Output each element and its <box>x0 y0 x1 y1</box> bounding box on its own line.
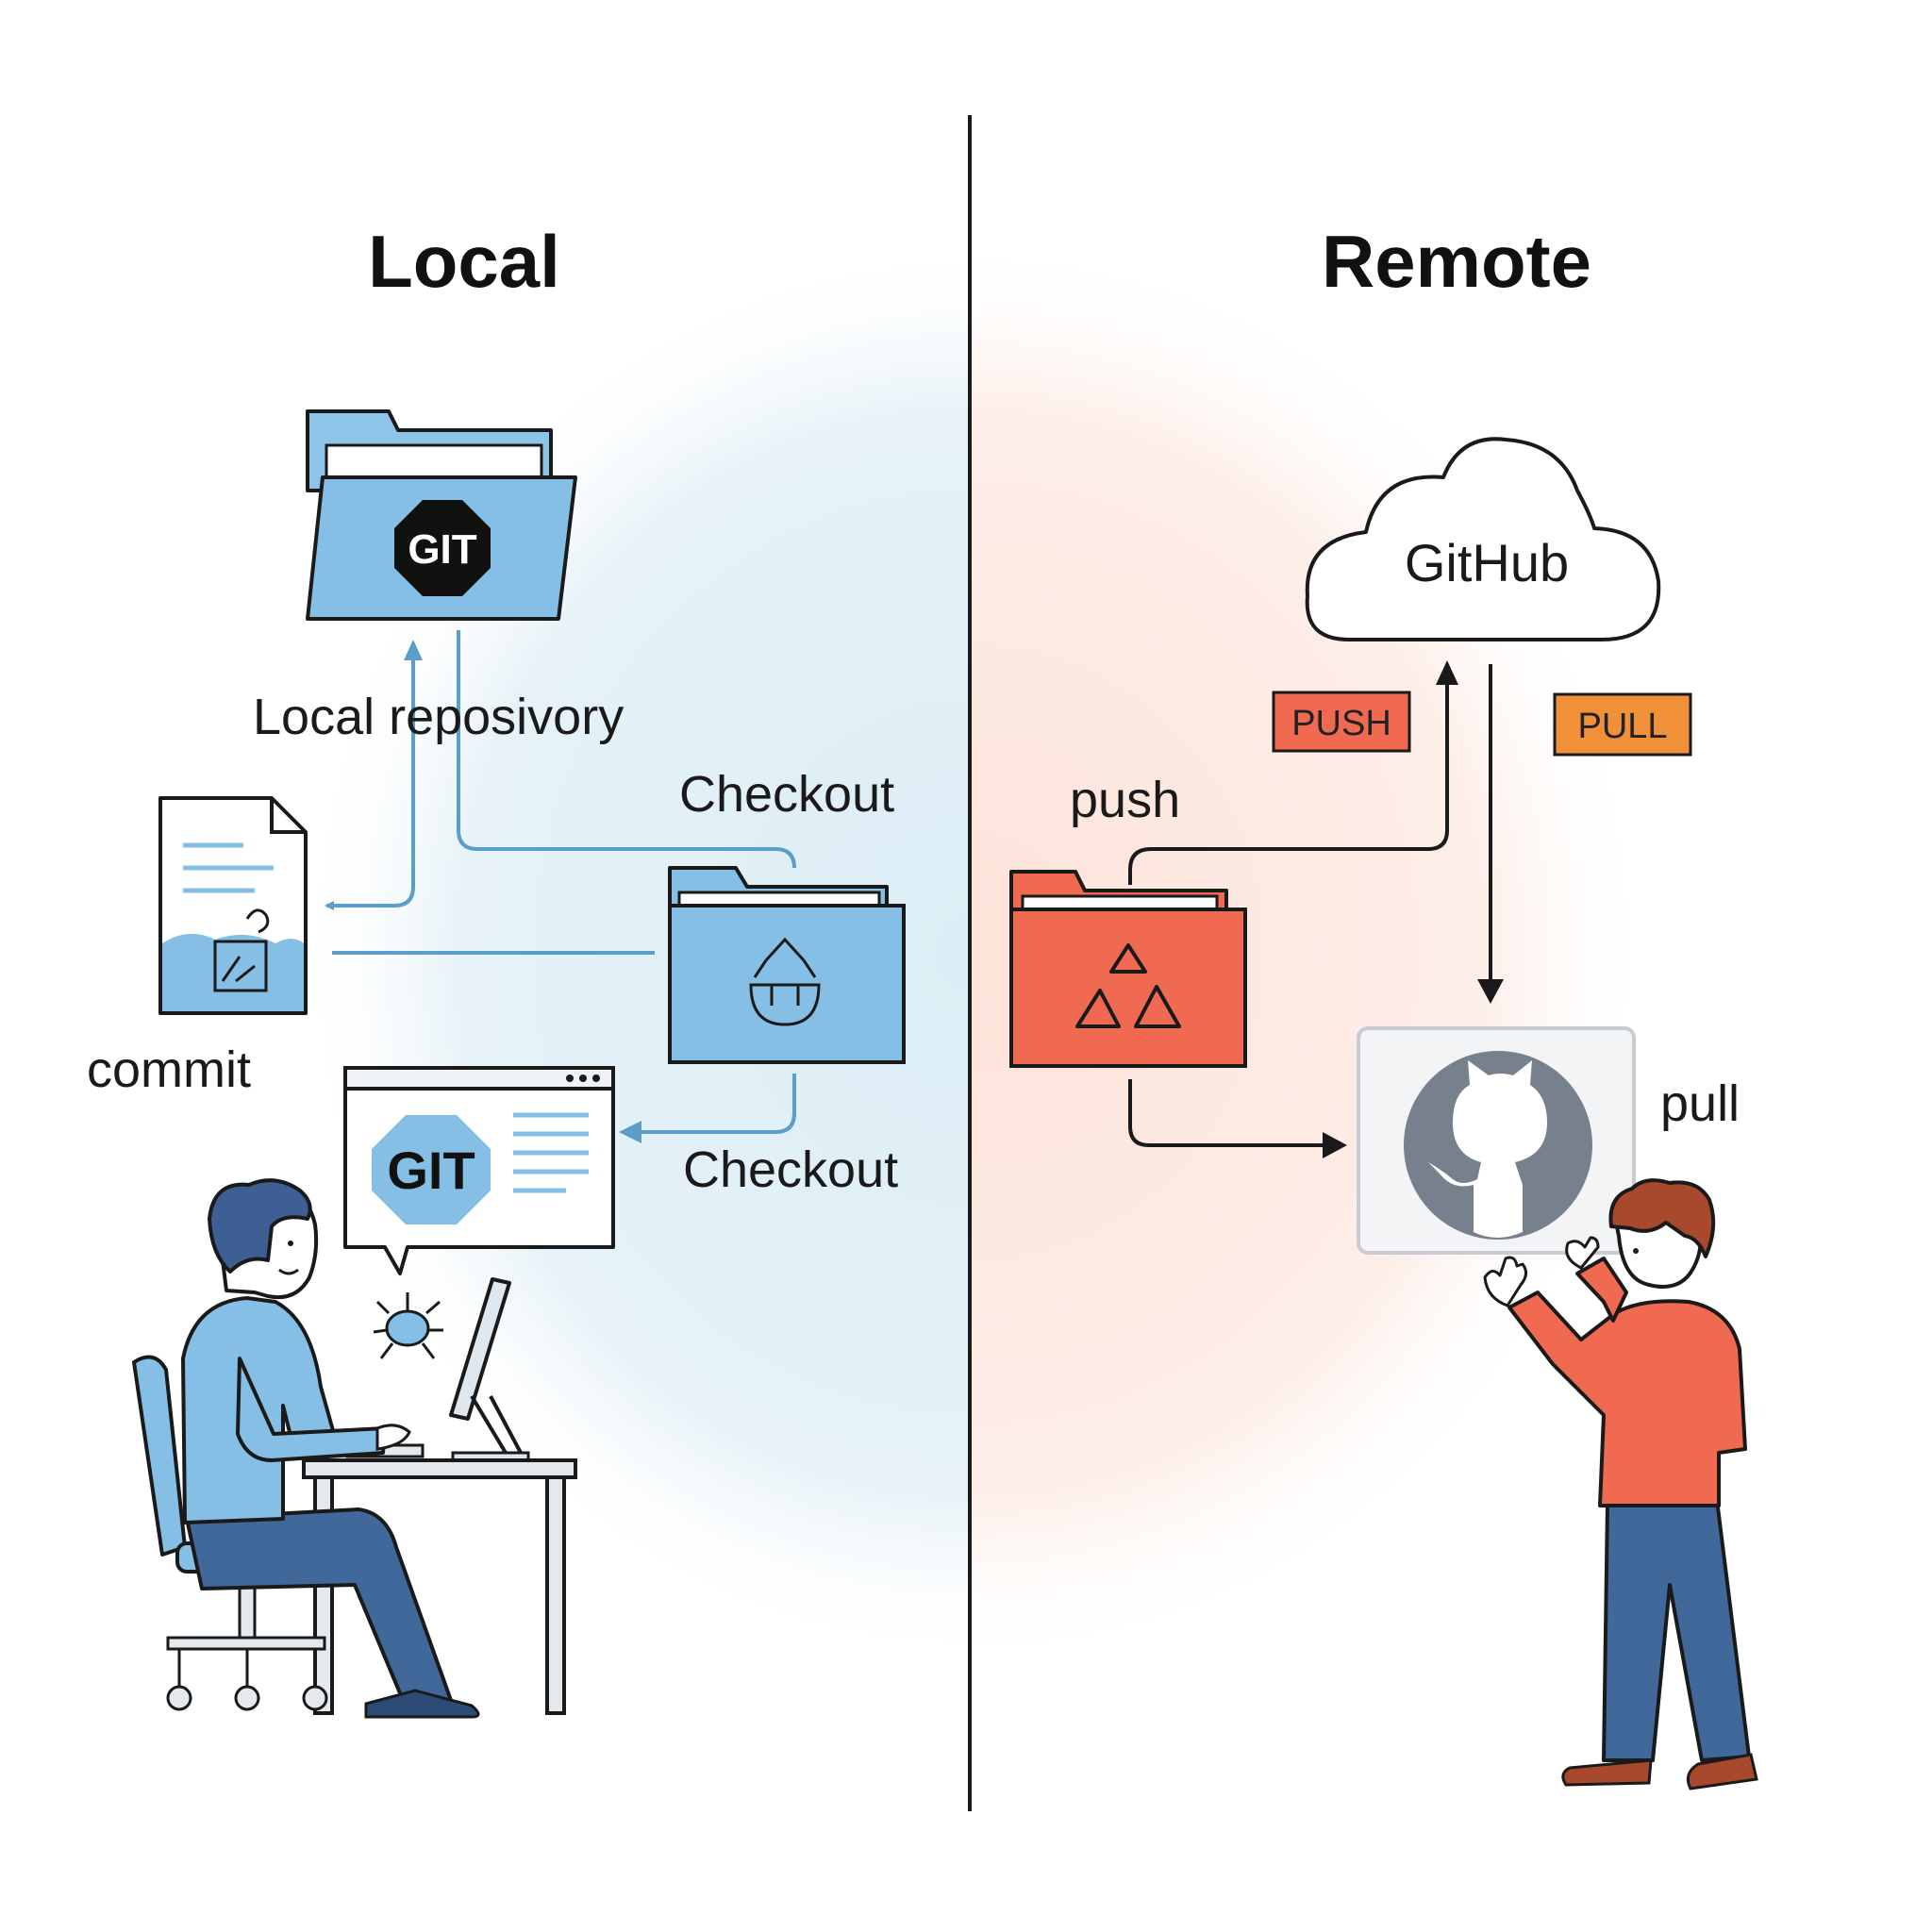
merge-symbol-icon <box>749 937 821 1026</box>
git-logo-icon: GIT <box>372 1115 491 1224</box>
pull-tag: PULL <box>1553 692 1692 757</box>
git-client-window[interactable]: GIT <box>343 1066 615 1275</box>
svg-text:PULL: PULL <box>1577 707 1667 746</box>
commit-up-arrowhead <box>404 640 423 660</box>
commit-label: commit <box>87 1041 251 1098</box>
push-label: push <box>1070 772 1180 828</box>
local-developer-person-icon <box>181 1178 480 1719</box>
pull-arrowhead <box>1477 979 1504 1004</box>
push-tag: PUSH <box>1272 691 1411 753</box>
push-arrowhead <box>1436 660 1458 685</box>
checkout-bottom-arrow <box>625 1074 796 1134</box>
pull-label: pull <box>1660 1075 1740 1132</box>
checkout-connector <box>457 630 796 869</box>
folder-to-github-arrow <box>1128 1079 1326 1147</box>
svg-text:PUSH: PUSH <box>1291 704 1391 743</box>
checkout-bottom-arrowhead <box>619 1121 641 1143</box>
remote-heading: Remote <box>1322 220 1591 303</box>
checkout-top-label: Checkout <box>679 766 894 823</box>
local-repository-label: Local reposivory <box>253 689 624 745</box>
push-arrow <box>1128 674 1449 885</box>
checkout-bottom-label: Checkout <box>683 1141 898 1198</box>
github-cloud-label: GitHub <box>1405 533 1569 592</box>
triangles-icon <box>1075 943 1181 1028</box>
remote-collaborator-person-icon <box>1483 1178 1758 1790</box>
github-cloud-icon[interactable]: GitHub <box>1305 437 1661 641</box>
checkout-folder-icon[interactable] <box>668 866 906 1064</box>
commit-up-arrow <box>325 651 415 910</box>
bug-icon <box>373 1292 443 1359</box>
local-repository-folder-icon[interactable]: GIT <box>306 409 577 621</box>
github-octocat-icon[interactable] <box>1357 1026 1636 1255</box>
svg-text:GIT: GIT <box>387 1141 475 1200</box>
commit-document-icon[interactable] <box>158 796 308 1015</box>
svg-text:GIT: GIT <box>408 526 476 573</box>
git-logo-icon: GIT <box>394 500 491 596</box>
folder-to-github-arrowhead <box>1323 1132 1347 1158</box>
remote-folder-icon[interactable] <box>1009 870 1247 1068</box>
local-heading: Local <box>368 220 560 303</box>
